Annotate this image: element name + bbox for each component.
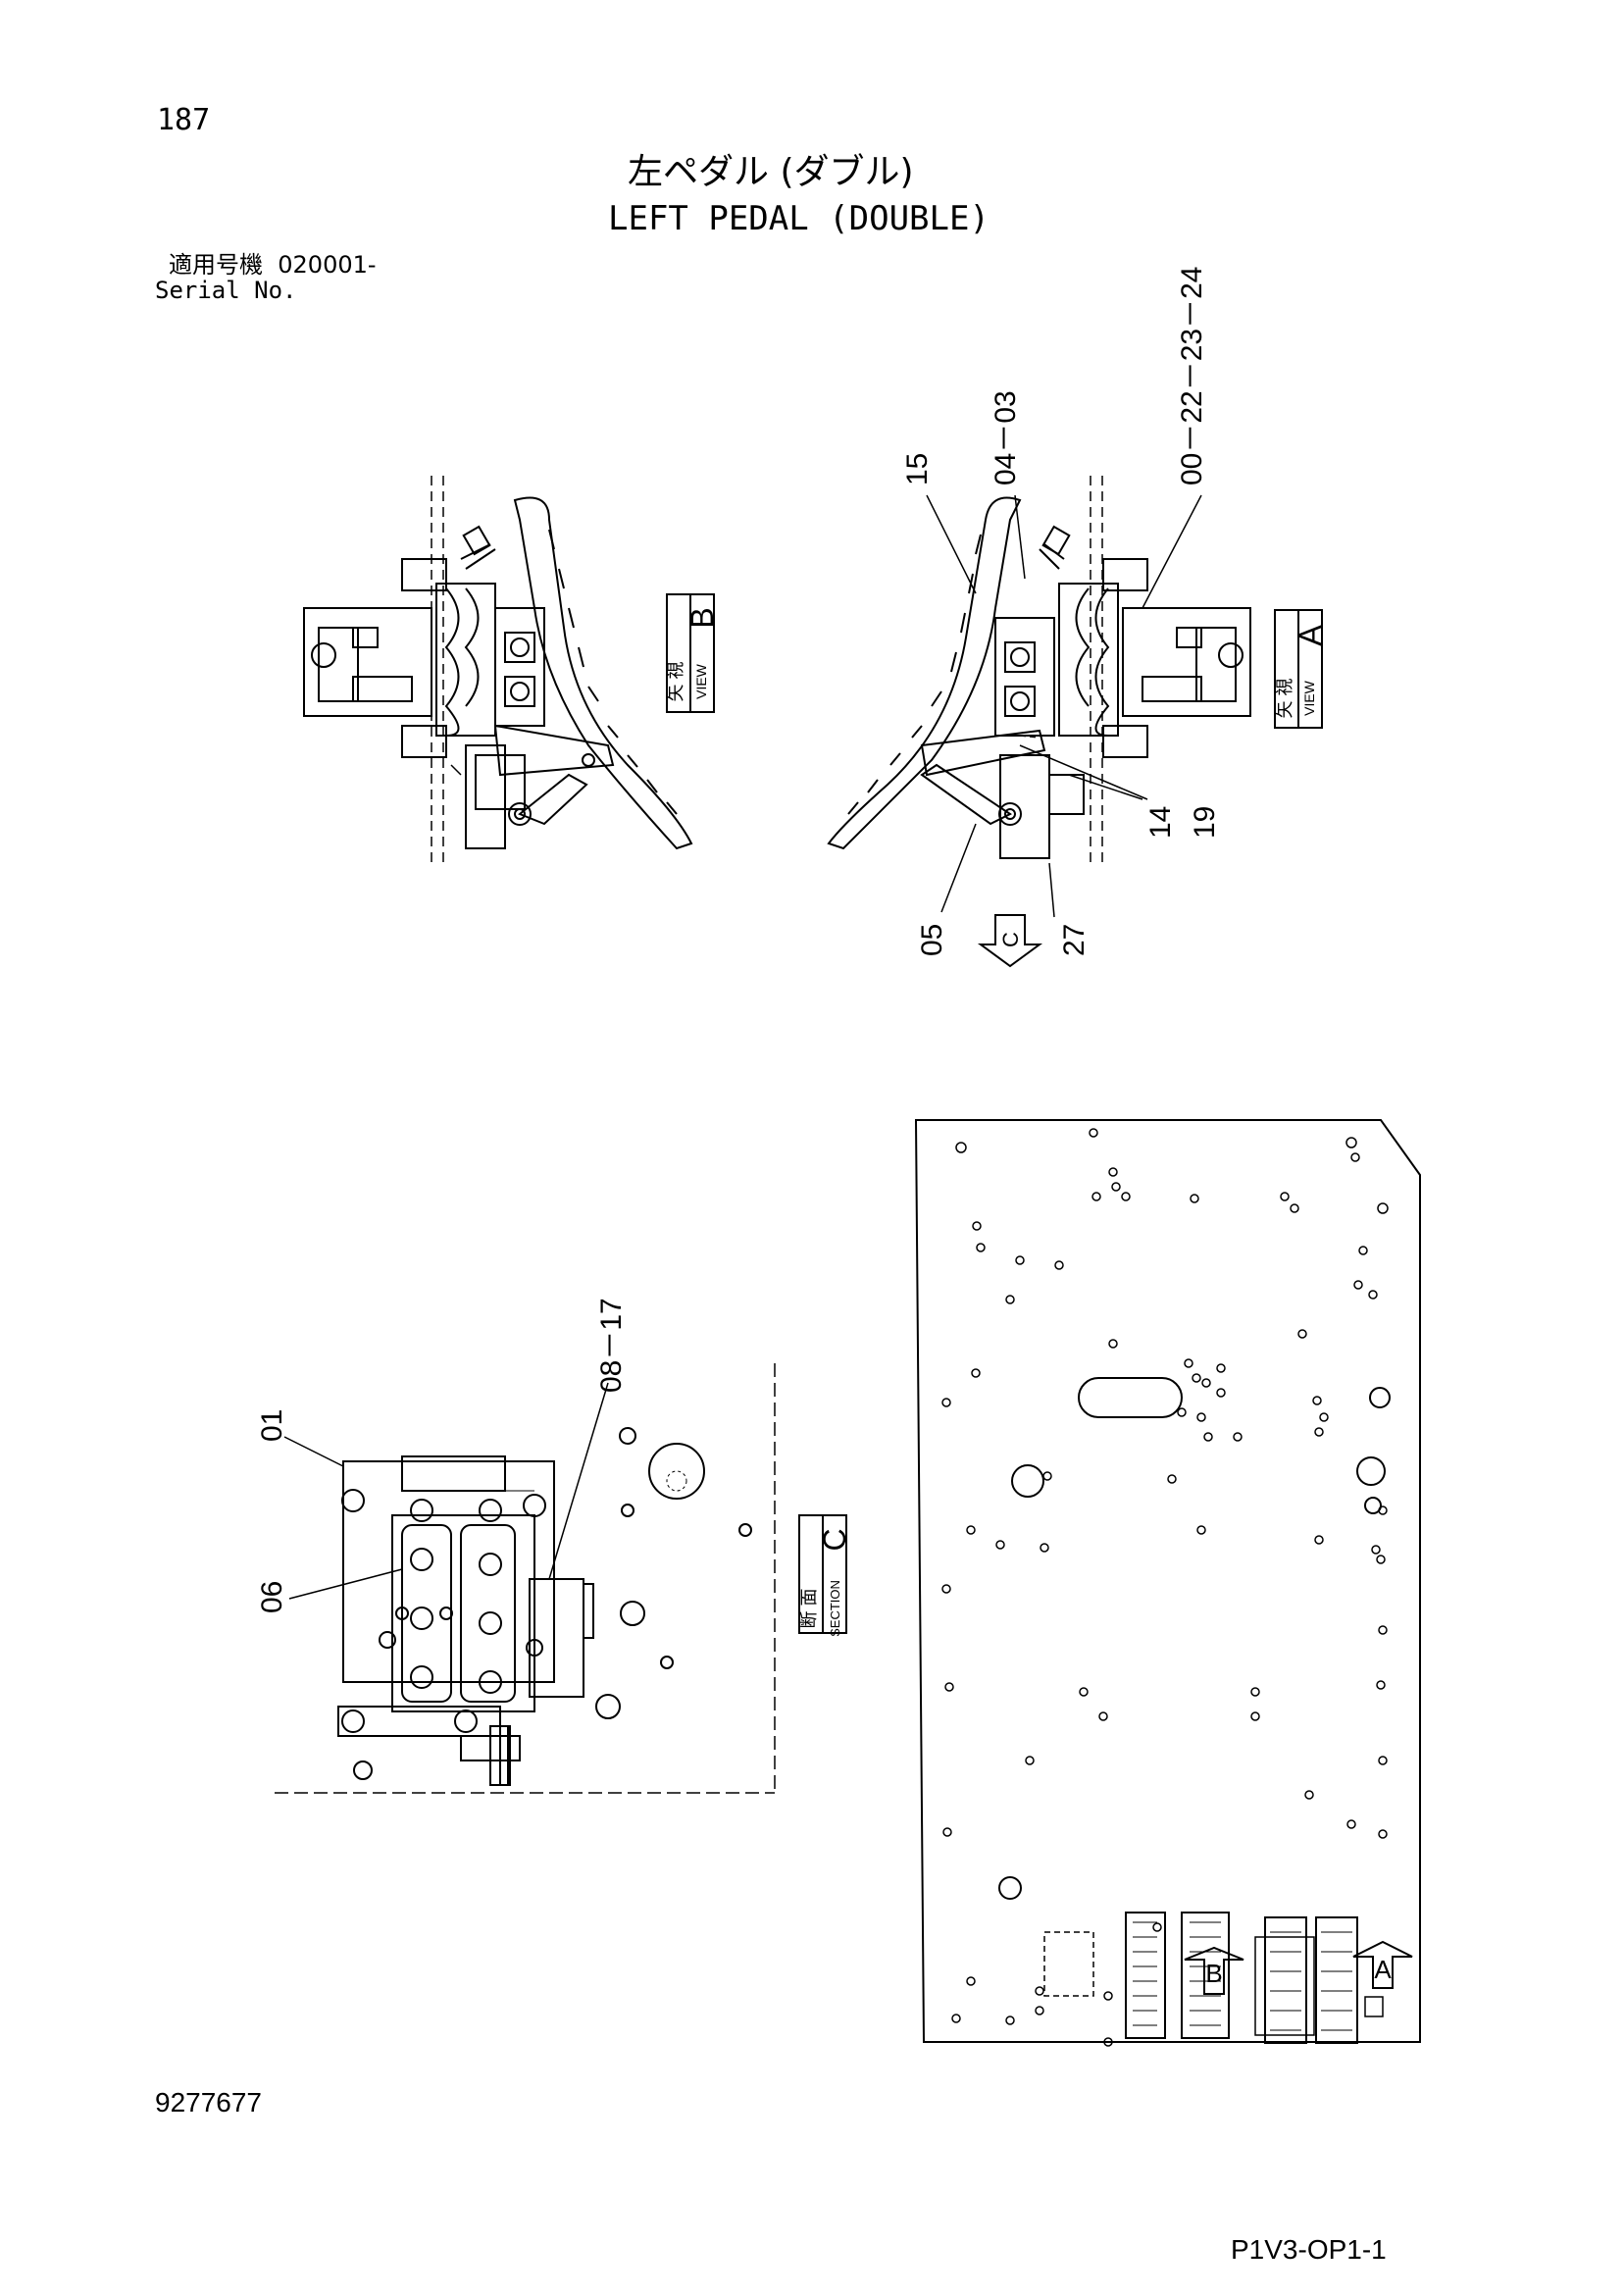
callout-14: 14 [1144, 806, 1177, 839]
view-a-drawing [827, 476, 1251, 863]
view-b-label [666, 593, 715, 713]
page-title-japanese: 左ペダル (ダブル) [628, 152, 914, 192]
view-a-leaders [926, 494, 1202, 918]
plate-arrow-b-letter: B [1205, 1959, 1222, 1988]
document-number: 9277677 [155, 2087, 263, 2117]
callout-27: 27 [1058, 924, 1091, 956]
callout-04-03: 04－03 [990, 390, 1022, 485]
page-code: P1V3-OP1-1 [1231, 2234, 1387, 2265]
callout-05: 05 [916, 924, 948, 956]
serial-label-english: Serial No. [155, 277, 297, 304]
section-c-letter: C [817, 1528, 852, 1551]
callout-15: 15 [901, 453, 934, 485]
section-c-arrow-letter: C [998, 932, 1023, 947]
view-a-letter: A [1293, 625, 1328, 646]
plate-arrow-a-letter: A [1374, 1955, 1392, 1984]
callout-08-17: 08－17 [595, 1298, 628, 1393]
view-b-label-jp: 矢 視 [666, 661, 685, 701]
view-a-label-jp: 矢 視 [1275, 678, 1294, 718]
section-c-label-en: SECTION [828, 1580, 842, 1637]
callout-06: 06 [256, 1581, 288, 1613]
callout-01: 01 [256, 1409, 288, 1442]
serial-label-japanese: 適用号機 020001- [169, 253, 377, 277]
section-c-label [798, 1514, 847, 1634]
page-number: 187 [157, 103, 211, 137]
page-title: LEFT PEDAL (DOUBLE) [608, 199, 990, 238]
serial-label-jp-text: 適用号機 [169, 251, 263, 279]
floor-plate [914, 1119, 1421, 2047]
view-b-drawing [303, 476, 693, 863]
section-c-leaders [283, 1382, 609, 1600]
section-c-label-jp: 断 面 [799, 1588, 819, 1628]
section-c-arrow [977, 914, 1043, 968]
view-a-label [1274, 609, 1323, 729]
callout-19: 19 [1189, 806, 1221, 839]
view-b-letter: B [685, 607, 720, 628]
section-c-drawing [275, 1363, 776, 1794]
view-a-label-en: VIEW [1301, 680, 1317, 716]
callout-00-24: 00－22－23－24 [1176, 267, 1208, 485]
serial-value: 020001- [278, 251, 377, 279]
view-b-label-en: VIEW [693, 663, 709, 699]
